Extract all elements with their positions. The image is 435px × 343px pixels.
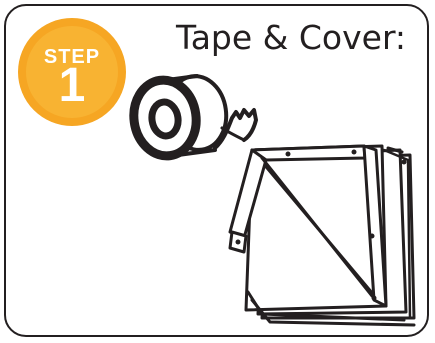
tape-roll-icon (129, 72, 256, 160)
folded-tarp-icon (230, 146, 414, 325)
